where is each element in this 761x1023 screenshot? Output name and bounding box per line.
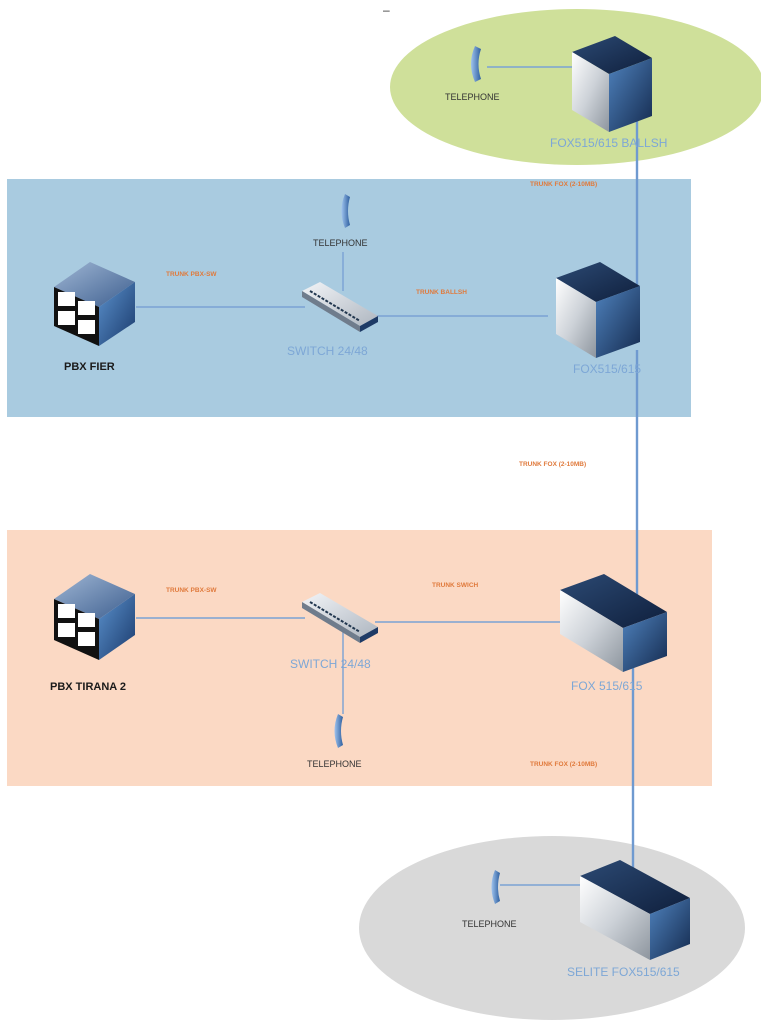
tirana-site-zone (7, 530, 712, 786)
trunk-switch-fier-label: TRUNK BALLSH (416, 289, 467, 296)
switch-fier-label: SWITCH 24/48 (287, 344, 368, 358)
trunk-pbx-tirana-label: TRUNK PBX-SW (166, 587, 217, 594)
trunk-switch-tirana-label: TRUNK SWICH (432, 582, 479, 589)
trunk-pbx-fier-label: TRUNK PBX-SW (166, 271, 217, 278)
fox-tirana-icon (560, 574, 667, 672)
switch-fier-icon (302, 282, 378, 332)
telephone-tirana-label: TELEPHONE (307, 759, 362, 769)
pbx-fier-icon (54, 262, 135, 346)
fox-selite-label: SELITE FOX515/615 (567, 965, 680, 979)
trunk-tirana-selite-label: TRUNK FOX (2-10MB) (530, 761, 597, 768)
telephone-tirana-icon (334, 714, 343, 748)
fox-selite-icon (580, 860, 690, 960)
pbx-tirana-icon (54, 574, 135, 660)
fox-ballsh-label: FOX515/615 BALLSH (550, 136, 667, 150)
pbx-tirana-label: PBX TIRANA 2 (50, 681, 126, 693)
trunk-ballsh-fier-label: TRUNK FOX (2-10MB) (530, 181, 597, 188)
telephone-ballsh-icon (471, 46, 481, 82)
trunk-fier-tirana-label: TRUNK FOX (2-10MB) (519, 461, 586, 468)
pbx-fier-label: PBX FIER (64, 361, 115, 373)
fox-fier-icon (556, 262, 640, 358)
telephone-fier-label: TELEPHONE (313, 238, 368, 248)
fox-ballsh-icon (572, 36, 652, 132)
fox-tirana-label: FOX 515/615 (571, 679, 643, 693)
telephone-ballsh-label: TELEPHONE (445, 92, 500, 102)
fox-fier-label: FOX515/615 (573, 362, 641, 376)
telephone-selite-label: TELEPHONE (462, 919, 517, 929)
switch-tirana-icon (302, 593, 378, 643)
top-dash-mark: – (383, 3, 390, 17)
telephone-fier-icon (341, 194, 350, 228)
telephone-selite-icon (491, 870, 500, 904)
switch-tirana-label: SWITCH 24/48 (290, 657, 371, 671)
